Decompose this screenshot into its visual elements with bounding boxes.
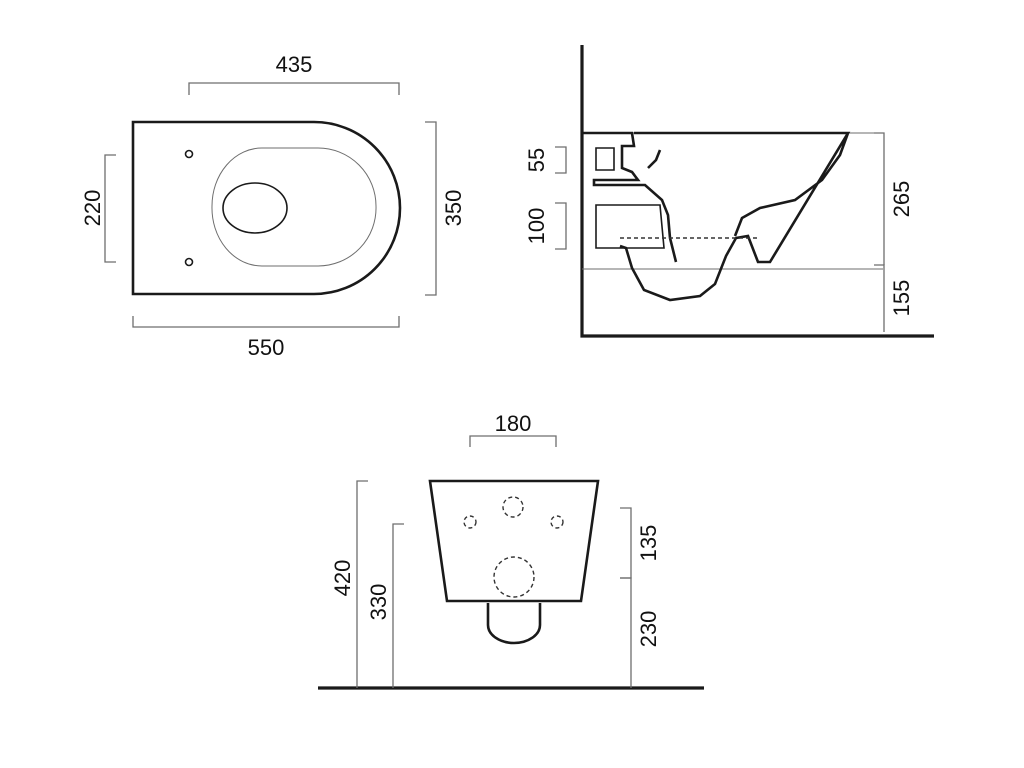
dim-line-265 <box>874 132 885 265</box>
dim-180-label: 180 <box>495 411 532 436</box>
dim-550-label: 550 <box>248 335 285 360</box>
seat-rim <box>211 147 377 267</box>
top-view: 435 550 220 350 <box>80 52 466 360</box>
rear-outlet-spigot <box>486 603 542 645</box>
dim-line-230 <box>620 577 632 688</box>
dim-350-label: 350 <box>441 190 466 227</box>
fixing-hole-right <box>550 515 564 529</box>
fixing-hole-left <box>463 515 477 529</box>
dim-230-label: 230 <box>636 611 661 648</box>
bowl-opening <box>222 182 288 234</box>
dim-55-label: 55 <box>524 148 549 172</box>
dim-420-label: 420 <box>330 560 355 597</box>
dim-line-135 <box>620 507 632 579</box>
dim-330-label: 330 <box>366 584 391 621</box>
wall-line <box>580 45 934 338</box>
dim-line-220 <box>104 154 116 263</box>
bowl-outer-profile <box>582 131 678 263</box>
outlet-hole <box>493 556 535 598</box>
rear-view-outline <box>428 479 600 603</box>
top-view-outline <box>131 120 402 296</box>
dim-line-100 <box>555 202 567 250</box>
dim-435-label: 435 <box>276 52 313 77</box>
dim-135-label: 135 <box>636 525 661 562</box>
dim-line-155 <box>874 264 885 332</box>
dim-100-label: 100 <box>524 208 549 245</box>
fixing-hole-bottom <box>184 257 194 267</box>
dim-line-435 <box>188 82 400 95</box>
dim-line-330 <box>392 523 404 688</box>
dim-line-350 <box>425 121 437 296</box>
side-view: 55 100 265 155 <box>524 45 934 338</box>
dim-265-label: 265 <box>889 181 914 218</box>
dim-line-55 <box>555 146 567 174</box>
dim-line-180 <box>469 435 557 447</box>
dim-line-420 <box>356 480 368 688</box>
rear-bracket <box>595 147 665 249</box>
fixing-hole-top <box>184 149 194 159</box>
dim-line-550 <box>132 316 400 328</box>
dim-220-label: 220 <box>80 190 105 227</box>
dim-155-label: 155 <box>889 280 914 317</box>
inlet-hole <box>502 496 524 518</box>
rear-view: 180 420 330 135 230 <box>318 411 704 690</box>
bowl-body <box>619 131 851 302</box>
